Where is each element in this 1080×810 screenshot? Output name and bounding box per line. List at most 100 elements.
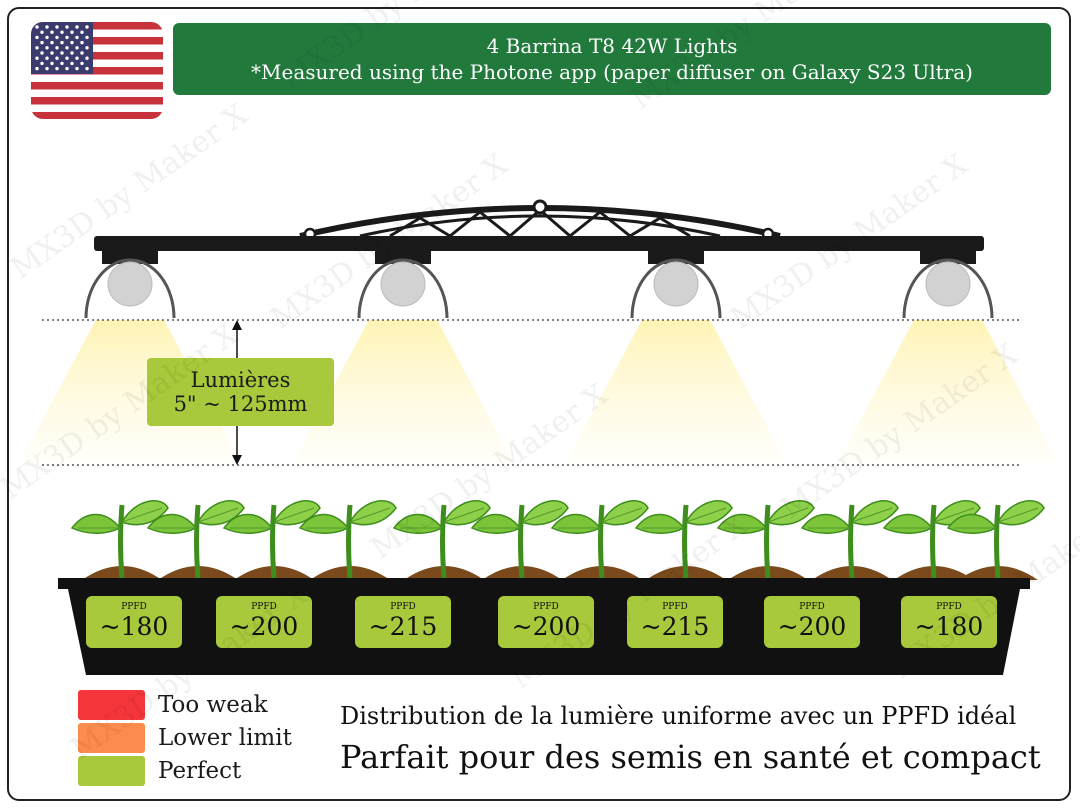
ppfd-reading: PPFD ~200 <box>216 596 312 648</box>
star-icon <box>40 40 44 45</box>
star-icon <box>65 35 69 40</box>
lamp-mount <box>375 250 431 264</box>
ppfd-reading: PPFD ~200 <box>764 596 860 648</box>
ppfd-value: ~200 <box>777 612 847 641</box>
lamp-tube <box>925 261 971 307</box>
seedling <box>636 501 732 580</box>
ppfd-label: PPFD <box>390 602 416 612</box>
ppfd-label: PPFD <box>936 602 962 612</box>
legend-swatch-red <box>78 690 145 720</box>
star-icon <box>80 61 84 66</box>
star-icon <box>60 30 64 34</box>
caption-distribution: Distribution de la lumière uniforme avec… <box>340 702 1017 730</box>
ppfd-label: PPFD <box>662 602 688 612</box>
seedling <box>802 501 898 580</box>
star-icon <box>40 61 44 66</box>
star-icon <box>50 40 54 45</box>
star-icon <box>45 46 49 50</box>
header-subtitle: *Measured using the Photone app (paper d… <box>251 60 973 84</box>
seedling <box>718 501 814 580</box>
lamp-reflector <box>357 258 449 319</box>
light-beam <box>293 320 513 462</box>
ppfd-value: ~215 <box>640 612 710 641</box>
star-icon <box>55 66 59 71</box>
ppfd-reading: PPFD ~215 <box>627 596 723 648</box>
star-icon <box>75 46 79 50</box>
star-icon <box>55 56 59 60</box>
star-icon <box>70 40 74 45</box>
lamp-tube <box>380 261 426 307</box>
star-icon <box>85 46 89 50</box>
star-icon <box>35 25 39 29</box>
height-label-value: 5" ~ 125mm <box>173 392 308 416</box>
star-icon <box>70 51 74 55</box>
star-icon <box>50 51 54 55</box>
ppfd-reading: PPFD ~215 <box>355 596 451 648</box>
light-beam <box>20 320 240 462</box>
star-icon <box>50 30 54 34</box>
star-icon <box>85 25 89 29</box>
seedlings <box>72 501 1044 580</box>
ppfd-value: ~200 <box>229 612 299 641</box>
seedling <box>884 501 980 580</box>
star-icon <box>40 30 44 34</box>
ppfd-value: ~215 <box>368 612 438 641</box>
light-beams <box>20 320 1058 462</box>
legend-swatch-orange <box>78 723 145 753</box>
seedling <box>552 501 648 580</box>
star-icon <box>40 51 44 55</box>
height-label-title: Lumières <box>190 368 291 392</box>
star-icon <box>75 35 79 40</box>
star-icon <box>45 56 49 60</box>
star-icon <box>75 56 79 60</box>
ppfd-value: ~180 <box>99 612 169 641</box>
lamp-tube <box>107 261 153 307</box>
star-icon <box>85 56 89 60</box>
legend-label: Lower limit <box>158 725 292 751</box>
star-icon <box>80 30 84 34</box>
ppfd-label: PPFD <box>121 602 147 612</box>
lamp-reflector <box>630 258 722 319</box>
legend-swatch-green <box>78 756 145 786</box>
ppfd-reading: PPFD ~180 <box>901 596 997 648</box>
star-icon <box>35 35 39 40</box>
star-icon <box>85 35 89 40</box>
ppfd-reading: PPFD ~200 <box>498 596 594 648</box>
caption-seedlings: Parfait pour des semis en santé et compa… <box>340 738 1041 776</box>
lamp-mount <box>102 250 158 264</box>
star-icon <box>35 46 39 50</box>
star-icon <box>85 66 89 71</box>
lamp-reflector <box>902 258 994 319</box>
star-icon <box>60 51 64 55</box>
star-icon <box>65 46 69 50</box>
lamp-reflector <box>84 258 176 319</box>
light-fixture <box>84 199 994 319</box>
star-icon <box>35 66 39 71</box>
star-icon <box>45 25 49 29</box>
star-icon <box>65 56 69 60</box>
star-icon <box>55 46 59 50</box>
ppfd-label: PPFD <box>251 602 277 612</box>
ppfd-reading: PPFD ~180 <box>86 596 182 648</box>
star-icon <box>55 25 59 29</box>
light-beam <box>566 320 786 462</box>
ppfd-value: ~200 <box>511 612 581 641</box>
star-icon <box>50 61 54 66</box>
star-icon <box>70 30 74 34</box>
star-icon <box>75 66 79 71</box>
star-icon <box>65 66 69 71</box>
ppfd-label: PPFD <box>799 602 825 612</box>
star-icon <box>35 56 39 60</box>
light-height-label: Lumières 5" ~ 125mm <box>147 358 334 426</box>
lamp-mount <box>648 250 704 264</box>
star-icon <box>65 25 69 29</box>
seedling <box>72 501 168 580</box>
seedling <box>394 501 490 580</box>
lamp-mount <box>920 250 976 264</box>
legend-label: Perfect <box>158 758 242 784</box>
star-icon <box>80 40 84 45</box>
star-icon <box>60 61 64 66</box>
ppfd-value: ~180 <box>914 612 984 641</box>
header-title: 4 Barrina T8 42W Lights <box>486 34 738 58</box>
